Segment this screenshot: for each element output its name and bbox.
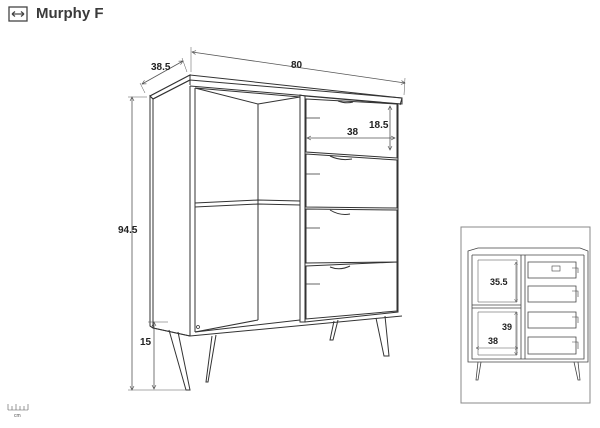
dim-leg-height-label: 15: [140, 337, 152, 348]
drawer-3: [305, 208, 398, 264]
dim-drawer-height-label: 18.5: [369, 120, 389, 131]
inset-lower-height-label: 39: [502, 322, 512, 332]
main-dimension-lines: [128, 47, 405, 390]
drawer-2: [305, 153, 398, 209]
inset-shelf-height-label: 35.5: [490, 277, 508, 287]
width-measure-icon: [8, 5, 28, 22]
inset-drawer-4: [527, 336, 577, 355]
inset-divider: [520, 255, 526, 359]
inset-drawer-1: [527, 261, 577, 279]
drawer-1: [305, 98, 398, 159]
scale-bar: [7, 404, 29, 411]
inset-frame: [460, 226, 591, 404]
center-divider: [299, 94, 306, 323]
dim-drawer-width-label: 38: [347, 127, 359, 138]
open-compartment: [194, 87, 301, 320]
header: Murphy F: [8, 5, 104, 22]
inset-width-label: 38: [488, 336, 498, 346]
inset-view: 35.5 39 38: [460, 226, 591, 404]
product-title: Murphy F: [36, 5, 104, 22]
dim-depth-label: 38.5: [151, 62, 171, 73]
dim-height-label: 94.5: [118, 225, 138, 236]
drawer-4: [305, 261, 398, 320]
leg-back-right: [329, 319, 339, 341]
scale-unit-label: cm: [14, 413, 21, 419]
inset-shelf: [472, 304, 521, 309]
middle-shelf: [194, 199, 301, 208]
leg-front-left: [168, 329, 191, 391]
cabinet-front-outline: [149, 74, 191, 100]
cabinet-drawing: [149, 74, 403, 391]
inset-drawer-2: [527, 285, 577, 303]
leg-front-right: [375, 315, 390, 357]
leg-back-left: [205, 334, 217, 383]
dim-width-label: 80: [291, 60, 303, 71]
inset-drawer-3: [527, 311, 577, 329]
